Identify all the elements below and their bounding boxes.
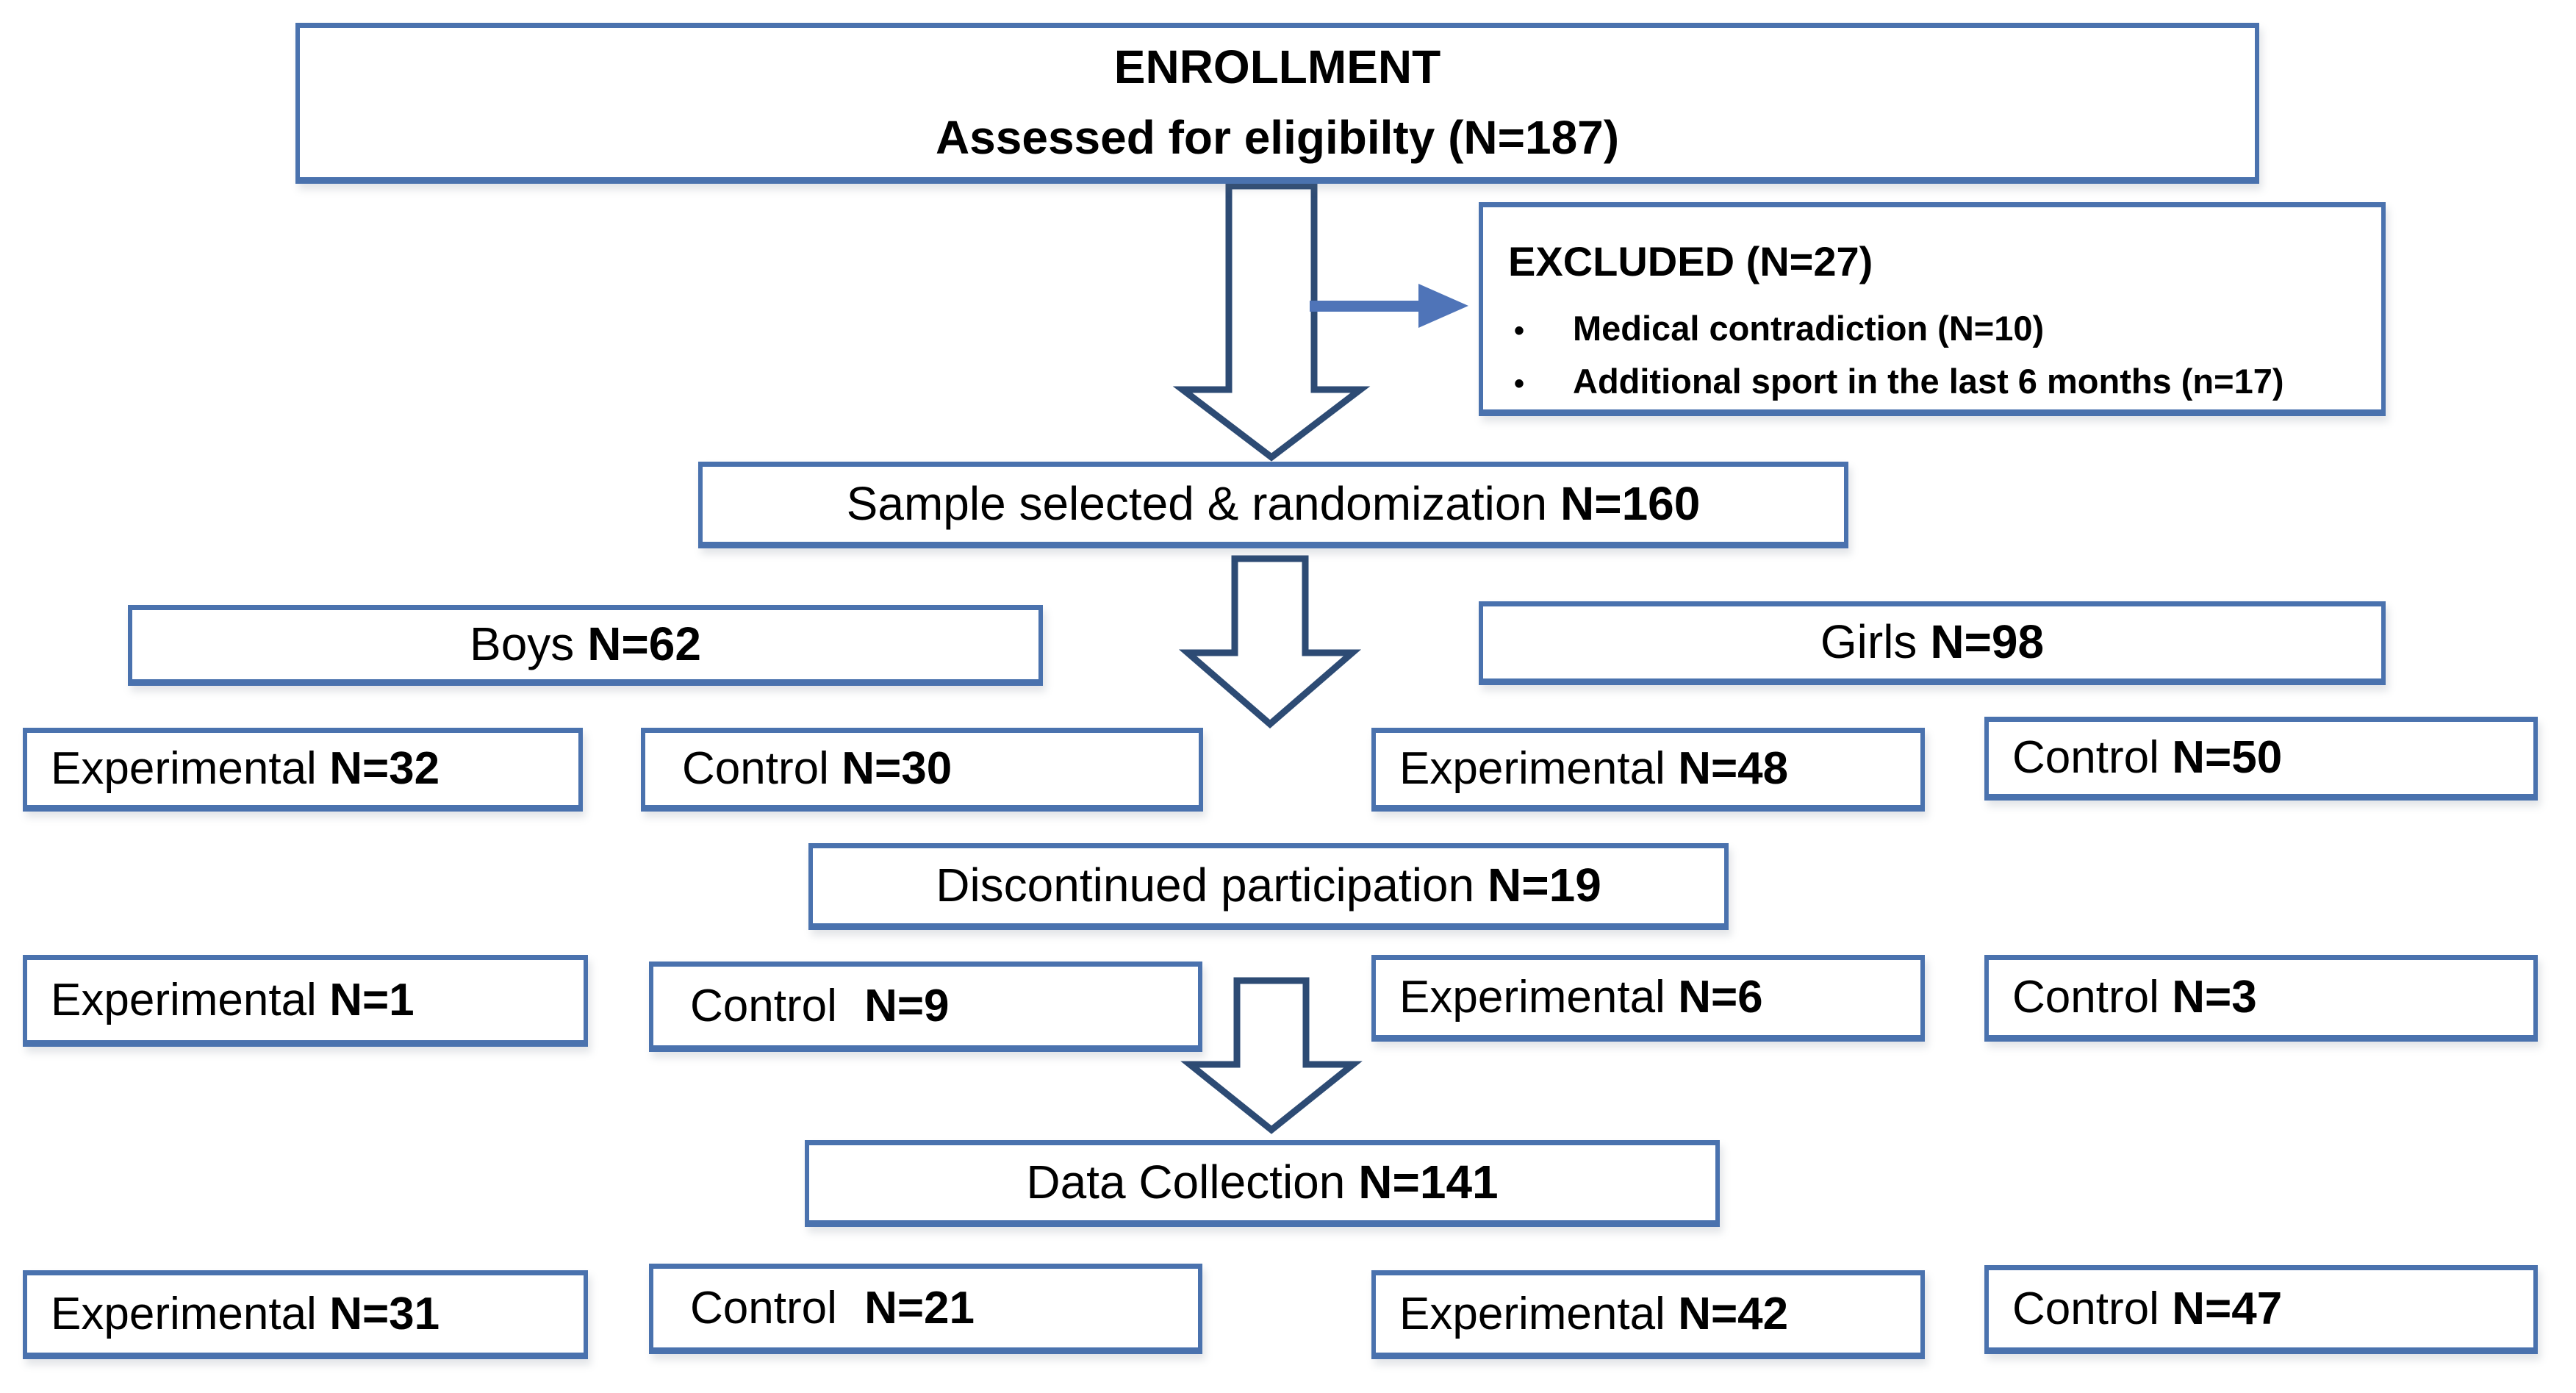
boys-control-box: Control N=30 bbox=[641, 728, 1203, 812]
group-label: Experimental bbox=[51, 1288, 317, 1339]
group-label: Control bbox=[2012, 732, 2159, 784]
boys-label: Boys bbox=[470, 617, 575, 671]
group-count: N=31 bbox=[329, 1288, 440, 1339]
right-arrow-icon bbox=[1418, 284, 1468, 328]
girls-count: N=98 bbox=[1930, 615, 2045, 669]
randomization-label: Sample selected & randomization bbox=[846, 477, 1548, 531]
group-label: Experimental bbox=[1399, 743, 1665, 795]
discontinued-label: Discontinued participation bbox=[936, 859, 1475, 912]
enrollment-box: ENROLLMENT Assessed for eligibilty (N=18… bbox=[295, 23, 2259, 184]
down-arrow-icon bbox=[1178, 555, 1362, 728]
bullet-icon: • bbox=[1514, 368, 1525, 401]
data-collection-box: Data Collection N=141 bbox=[805, 1140, 1720, 1227]
final-boys-experimental-box: Experimental N=31 bbox=[23, 1270, 588, 1359]
group-label: Experimental bbox=[1399, 1288, 1665, 1339]
dropout-boys-control-box: Control N=9 bbox=[649, 962, 1202, 1052]
group-label: Experimental bbox=[51, 743, 317, 795]
final-girls-experimental-box: Experimental N=42 bbox=[1371, 1270, 1925, 1359]
group-count: N=47 bbox=[2172, 1283, 2283, 1334]
girls-label: Girls bbox=[1820, 615, 1917, 669]
discontinued-count: N=19 bbox=[1488, 859, 1601, 912]
dropout-girls-experimental-box: Experimental N=6 bbox=[1371, 955, 1925, 1042]
excluded-title: EXCLUDED (N=27) bbox=[1508, 238, 1873, 284]
excluded-item: • Medical contradiction (N=10) bbox=[1508, 309, 2356, 348]
group-label: Experimental bbox=[1399, 972, 1665, 1023]
boys-count: N=62 bbox=[587, 617, 701, 671]
girls-experimental-box: Experimental N=48 bbox=[1371, 728, 1925, 812]
group-label: Control bbox=[690, 980, 837, 1031]
group-count: N=1 bbox=[329, 974, 415, 1025]
excluded-item: • Additional sport in the last 6 months … bbox=[1508, 362, 2356, 401]
excluded-box: EXCLUDED (N=27) • Medical contradiction … bbox=[1479, 202, 2386, 416]
final-boys-control-box: Control N=21 bbox=[649, 1264, 1202, 1354]
girls-control-box: Control N=50 bbox=[1984, 717, 2538, 801]
excluded-item-text: Medical contradiction (N=10) bbox=[1573, 309, 2045, 348]
right-arrow-shaft bbox=[1310, 301, 1424, 312]
boys-experimental-box: Experimental N=32 bbox=[23, 728, 583, 812]
boys-box: Boys N=62 bbox=[128, 605, 1043, 686]
group-count: N=21 bbox=[864, 1282, 975, 1333]
randomization-count: N=160 bbox=[1560, 477, 1701, 531]
dropout-girls-control-box: Control N=3 bbox=[1984, 955, 2538, 1042]
group-count: N=42 bbox=[1678, 1288, 1789, 1339]
group-count: N=32 bbox=[329, 743, 440, 795]
group-label: Control bbox=[690, 1282, 837, 1333]
down-arrow-icon bbox=[1172, 182, 1371, 462]
group-count: N=48 bbox=[1678, 743, 1789, 795]
group-label: Control bbox=[2012, 972, 2159, 1023]
discontinued-box: Discontinued participation N=19 bbox=[808, 843, 1729, 930]
dropout-boys-experimental-box: Experimental N=1 bbox=[23, 955, 588, 1047]
bullet-icon: • bbox=[1514, 315, 1525, 348]
group-count: N=3 bbox=[2172, 972, 2257, 1023]
group-label: Control bbox=[2012, 1283, 2159, 1334]
group-count: N=30 bbox=[842, 743, 952, 795]
group-count: N=6 bbox=[1678, 972, 1763, 1023]
randomization-box: Sample selected & randomization N=160 bbox=[698, 462, 1848, 548]
data-collection-label: Data Collection bbox=[1026, 1156, 1346, 1209]
enrollment-subtitle: Assessed for eligibilty (N=187) bbox=[935, 110, 1620, 164]
group-count: N=50 bbox=[2172, 732, 2283, 784]
girls-box: Girls N=98 bbox=[1479, 601, 2386, 685]
excluded-item-text: Additional sport in the last 6 months (n… bbox=[1573, 362, 2284, 401]
data-collection-count: N=141 bbox=[1358, 1156, 1499, 1209]
down-arrow-icon bbox=[1180, 977, 1363, 1134]
group-label: Experimental bbox=[51, 974, 317, 1025]
group-label: Control bbox=[682, 743, 829, 795]
group-count: N=9 bbox=[864, 980, 950, 1031]
final-girls-control-box: Control N=47 bbox=[1984, 1265, 2538, 1354]
enrollment-title: ENROLLMENT bbox=[1113, 40, 1441, 93]
